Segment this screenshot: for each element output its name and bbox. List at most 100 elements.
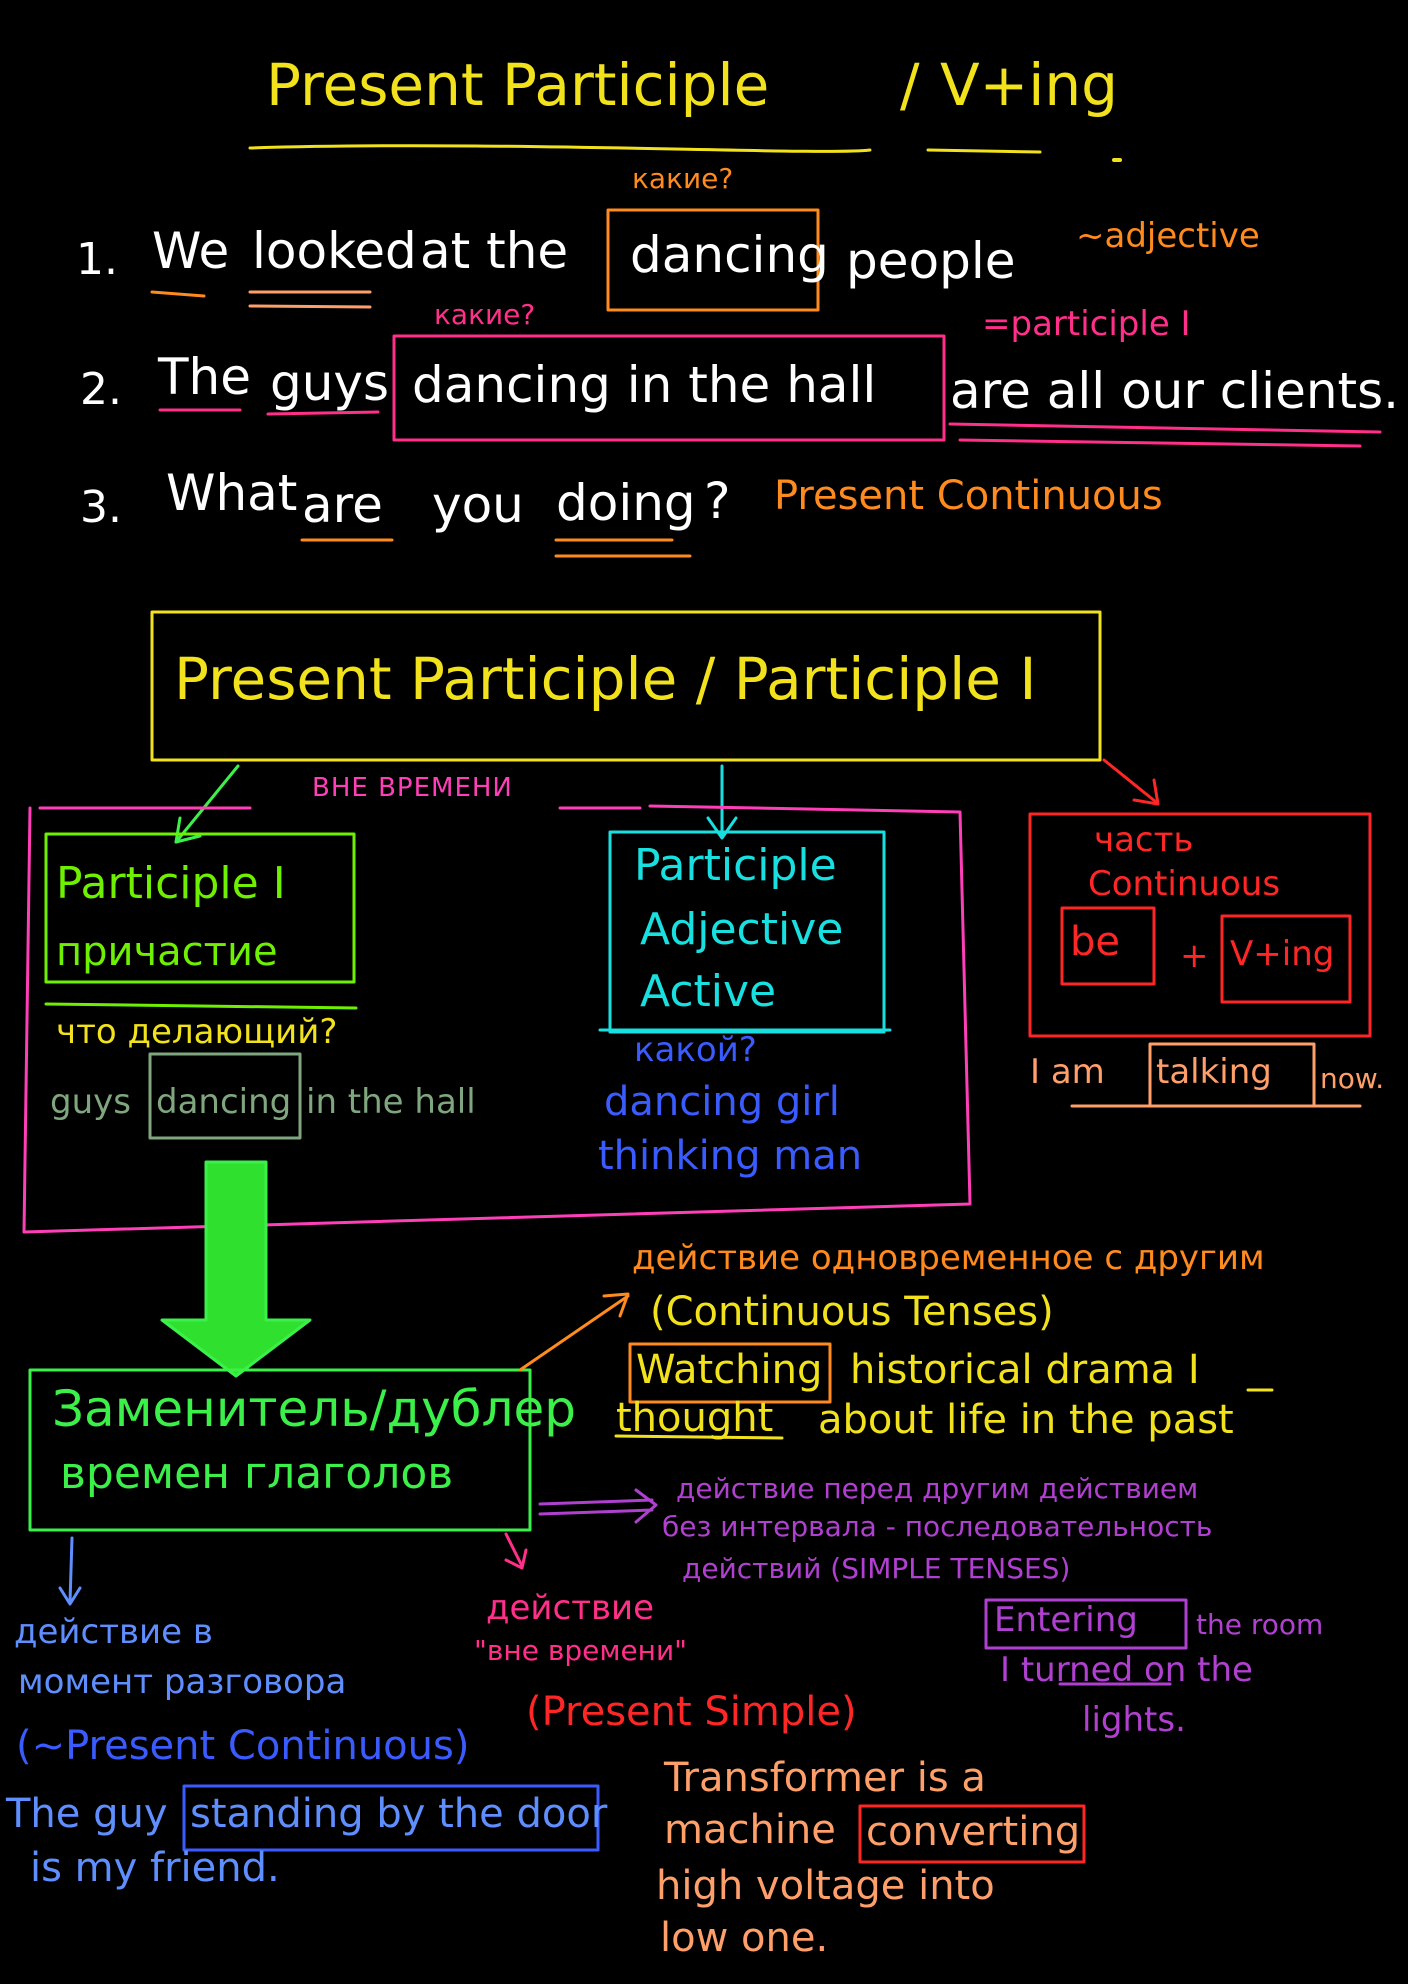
moment-ex-friend: is my friend. xyxy=(30,1845,280,1891)
middle-line-3: Active xyxy=(640,966,777,1017)
simultaneous-line-2: (Continuous Tenses) xyxy=(650,1289,1054,1335)
ex1-looked-underline-2 xyxy=(248,304,372,309)
sequence-line-3: действий (SIMPLE TENSES) xyxy=(682,1552,1071,1585)
arrow-to-right-panel xyxy=(1102,758,1158,804)
simultaneous-ex-drama: historical drama I xyxy=(850,1347,1200,1393)
ex3-word-you: you xyxy=(432,476,524,534)
ex1-we-underline xyxy=(150,290,206,298)
middle-ex-2: thinking man xyxy=(598,1133,863,1179)
right-line-2: Continuous xyxy=(1088,864,1281,904)
arrow-to-timeless xyxy=(504,1532,524,1568)
simultaneous-ex-watching: Watching xyxy=(636,1347,823,1393)
ex1-word-dancing: dancing xyxy=(630,226,829,284)
ex3-note: Present Continuous xyxy=(774,473,1163,519)
ex1-word-people: people xyxy=(846,232,1016,290)
watching-box xyxy=(628,1342,832,1404)
participle-i-underline xyxy=(44,1002,358,1010)
moment-line-2: момент разговора xyxy=(18,1662,347,1702)
substitute-box xyxy=(28,1368,532,1532)
moment-line-3: (~Present Continuous) xyxy=(16,1723,470,1769)
right-ex-i-am: I am xyxy=(1030,1052,1105,1092)
main-box-label: Present Participle / Participle I xyxy=(174,645,1037,713)
ex1-dancing-box xyxy=(606,208,820,312)
moment-line-1: действие в xyxy=(14,1612,213,1652)
timeless-ex-converting: converting xyxy=(866,1809,1081,1855)
timeless-ex-machine: machine xyxy=(664,1807,836,1853)
simultaneous-ex-past: about life in the past xyxy=(818,1397,1234,1443)
participle-adjective-box xyxy=(608,830,886,1034)
continuous-frame xyxy=(1028,812,1372,1038)
title-form-underline xyxy=(926,148,1042,154)
substitute-line-2: времен глаголов xyxy=(60,1448,454,1499)
sequence-ex-room: the room xyxy=(1196,1608,1324,1641)
outside-time-label: ВНЕ ВРЕМЕНИ xyxy=(312,773,513,803)
arrow-to-timeless-head xyxy=(504,1548,528,1570)
sequence-ex-turned: I turned on the xyxy=(1000,1650,1253,1690)
substitute-line-1: Заменитель/дублер xyxy=(52,1380,576,1438)
be-box xyxy=(1060,906,1156,986)
arrow-to-sequence xyxy=(538,1498,654,1516)
ex3-word-are: are xyxy=(302,476,383,534)
ex3-word-doing: doing xyxy=(556,474,696,532)
timeless-line-2: "вне времени" xyxy=(474,1634,688,1667)
ex1-question: какие? xyxy=(632,162,734,195)
middle-question: какой? xyxy=(634,1030,757,1070)
arrow-to-left-panel xyxy=(174,764,240,844)
sequence-ex-entering: Entering xyxy=(994,1600,1138,1640)
timeless-line-1: действие xyxy=(486,1588,655,1628)
outside-time-frame xyxy=(22,804,972,1234)
ex2-guys-underline xyxy=(266,410,380,416)
participle-i-title: Participle I xyxy=(56,858,286,909)
entering-box xyxy=(984,1598,1188,1650)
timeless-ex-transformer: Transformer is a xyxy=(664,1755,986,1801)
ex2-clients-underline-2 xyxy=(958,438,1362,448)
simultaneous-ex-thought: thought xyxy=(616,1395,774,1441)
title-underline xyxy=(248,144,872,153)
ex2-number: 2. xyxy=(80,364,122,415)
arrow-to-simultaneous-head xyxy=(602,1292,630,1318)
title-form: V+ing xyxy=(940,51,1118,119)
thought-underline xyxy=(614,1434,784,1440)
participle-i-subtitle: причастие xyxy=(56,929,278,975)
moment-ex-standing: standing by the door xyxy=(190,1791,608,1837)
arrow-to-left-panel-head xyxy=(174,816,202,844)
middle-ex-1: dancing girl xyxy=(604,1079,840,1125)
ex1-word-looked: looked xyxy=(252,222,417,280)
ex3-question-mark: ? xyxy=(704,472,731,530)
ex3-number: 3. xyxy=(80,482,122,533)
big-green-arrow xyxy=(160,1160,312,1378)
right-be: be xyxy=(1070,919,1120,965)
ex2-clients-underline-1 xyxy=(948,422,1382,434)
moment-ex-guy: The guy xyxy=(6,1791,168,1837)
standing-box xyxy=(182,1784,600,1852)
ex1-number: 1. xyxy=(76,234,118,285)
ex2-note: =participle I xyxy=(982,304,1191,344)
middle-line-2: Adjective xyxy=(640,904,844,955)
converting-box xyxy=(858,1804,1086,1864)
ex1-word-we: We xyxy=(152,222,230,280)
timeless-ex-voltage: high voltage into xyxy=(656,1863,995,1909)
left-question: что делающий? xyxy=(56,1012,338,1052)
main-box xyxy=(150,610,1102,762)
left-ex-guys: guys xyxy=(50,1082,131,1122)
middle-line-1: Participle xyxy=(634,840,837,891)
sequence-line-1: действие перед другим действием xyxy=(676,1472,1199,1505)
timeless-ex-low: low one. xyxy=(660,1915,829,1961)
ex2-word-guys: guys xyxy=(270,354,390,412)
ex2-question: какие? xyxy=(434,298,536,331)
arrow-to-middle-panel-head xyxy=(706,816,738,840)
ex1-note: ~adjective xyxy=(1076,216,1260,256)
right-line-1: часть xyxy=(1094,820,1194,860)
participle-i-box xyxy=(44,832,356,984)
arrow-to-moment xyxy=(68,1536,74,1604)
sequence-line-2: без интервала - последовательность xyxy=(662,1510,1213,1543)
right-plus: + xyxy=(1180,936,1209,976)
simultaneous-line-1: действие одновременное с другим xyxy=(632,1238,1265,1278)
ving-box xyxy=(1220,914,1352,1004)
left-ex-hall: in the hall xyxy=(306,1082,476,1122)
arrow-to-moment-head xyxy=(58,1586,82,1606)
left-dancing-box xyxy=(148,1052,302,1140)
right-ving: V+ing xyxy=(1230,934,1335,974)
